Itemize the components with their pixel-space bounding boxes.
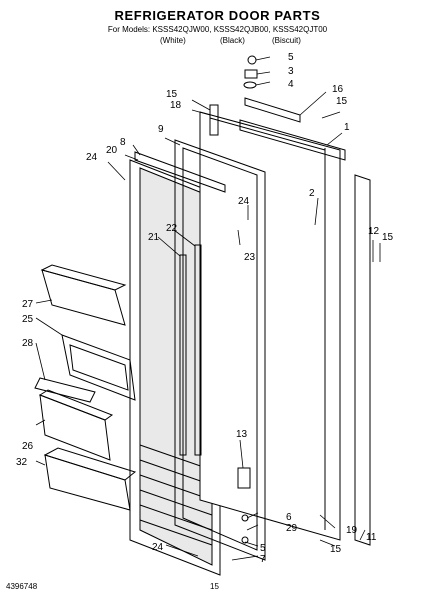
callout-6: 6 [286, 512, 292, 523]
door-front-panel [199, 111, 341, 541]
callout-labels: 5 3 4 16 15 18 15 1 9 8 20 24 2 24 22 21… [16, 52, 394, 565]
callout-16: 16 [332, 84, 344, 95]
finish-biscuit: (Biscuit) [272, 36, 301, 45]
leader-lines [35, 56, 381, 561]
callout-19: 19 [346, 525, 358, 536]
callout-1: 1 [344, 122, 350, 133]
callout-13: 13 [236, 429, 248, 440]
bin-26 [38, 389, 114, 461]
finish-white: (White) [160, 36, 186, 45]
hinge-bushing [244, 69, 258, 79]
callout-2: 2 [309, 188, 315, 199]
page-title: REFRIGERATOR DOOR PARTS [114, 8, 321, 23]
callout-26: 26 [22, 441, 34, 452]
hinge-washer [243, 81, 257, 89]
finish-black: (Black) [220, 36, 245, 45]
callout-18: 18 [170, 100, 182, 111]
callout-8: 8 [120, 137, 126, 148]
trim-22 [194, 244, 202, 456]
callout-24-mid: 24 [238, 196, 250, 207]
hinge-pin-lower [241, 536, 249, 544]
trim-21 [179, 254, 187, 456]
callout-25: 25 [22, 314, 34, 325]
bin-32 [43, 447, 137, 511]
callout-9: 9 [158, 124, 164, 135]
callout-32: 32 [16, 457, 28, 468]
shelf-28 [34, 377, 96, 403]
page-number: 15 [210, 582, 219, 591]
door-gasket [174, 139, 266, 561]
callout-7: 7 [260, 554, 266, 565]
callout-21: 21 [148, 232, 160, 243]
strip-20 [134, 151, 226, 193]
models-line: For Models: KSSS42QJW00, KSSS42QJB00, KS… [107, 25, 328, 34]
hinge-pin [241, 514, 249, 522]
callout-15-top: 15 [166, 89, 178, 100]
doc-number: 4396748 [6, 582, 38, 591]
bin-27 [40, 264, 127, 326]
callout-3: 3 [288, 66, 294, 77]
callout-27: 27 [22, 299, 34, 310]
callout-15-right: 15 [336, 96, 348, 107]
callout-28: 28 [22, 338, 34, 349]
top-channel-16 [239, 119, 346, 161]
callout-24-left: 24 [86, 152, 98, 163]
callout-29: 29 [286, 523, 298, 534]
callout-12: 12 [368, 226, 380, 237]
handle-trim [354, 174, 371, 546]
bottom-hinge [237, 467, 251, 489]
bin-25 [61, 334, 136, 401]
callout-15-bottom: 15 [330, 544, 342, 555]
callout-5-top: 5 [288, 52, 294, 63]
callout-15-side: 15 [382, 232, 394, 243]
callout-20: 20 [106, 145, 118, 156]
top-cap [244, 97, 301, 123]
strip-18 [209, 104, 219, 136]
callout-4: 4 [288, 79, 294, 90]
callout-5-bottom: 5 [260, 543, 266, 554]
callout-23: 23 [244, 252, 256, 263]
callout-11: 11 [366, 532, 377, 543]
hinge-screw [247, 55, 257, 65]
callout-22: 22 [166, 223, 178, 234]
callout-24-bottom: 24 [152, 542, 164, 553]
